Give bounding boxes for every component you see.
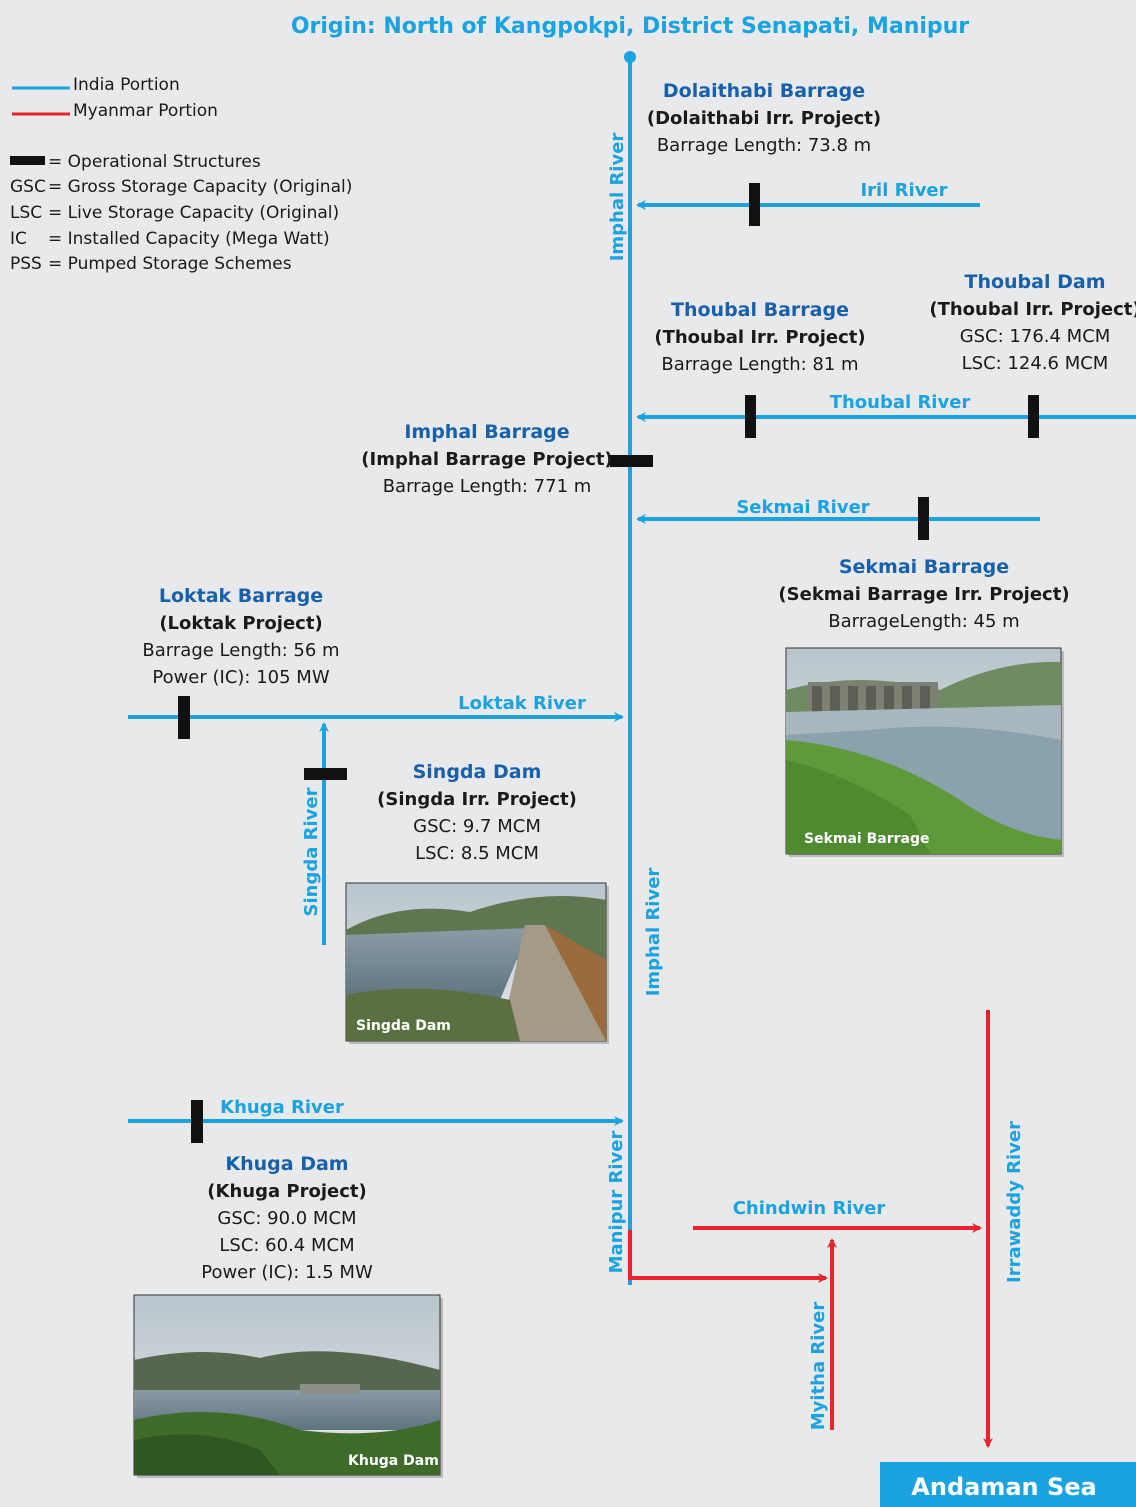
dolaithabi-project: (Dolaithabi Irr. Project) bbox=[647, 108, 881, 129]
dolaithabi-barrage-marker bbox=[749, 183, 760, 226]
singda-dam-photo: Singda Dam bbox=[345, 882, 609, 1044]
thoubal-river-label: Thoubal River bbox=[830, 392, 971, 413]
manipur-river-label: Manipur River bbox=[606, 1131, 627, 1274]
dolaithabi-barrage-info: Dolaithabi Barrage (Dolaithabi Irr. Proj… bbox=[647, 80, 881, 156]
thoubal-dam-gsc: GSC: 176.4 MCM bbox=[960, 326, 1111, 347]
thoubal-barrage-marker bbox=[745, 395, 756, 438]
operational-structures bbox=[178, 183, 1039, 1143]
imphal-barrage-info: Imphal Barrage (Imphal Barrage Project) … bbox=[361, 421, 612, 497]
thoubal-barrage-info: Thoubal Barrage (Thoubal Irr. Project) B… bbox=[654, 299, 865, 375]
legend-ic-value: = Installed Capacity (Mega Watt) bbox=[48, 229, 330, 249]
thoubal-barrage-project: (Thoubal Irr. Project) bbox=[654, 327, 865, 348]
iril-river-label: Iril River bbox=[860, 180, 947, 201]
khuga-dam-power: Power (IC): 1.5 MW bbox=[201, 1262, 373, 1283]
loktak-river-label: Loktak River bbox=[458, 693, 586, 714]
manipur-to-myitha-line bbox=[628, 1230, 828, 1283]
legend-lsc-value: = Live Storage Capacity (Original) bbox=[48, 203, 339, 223]
loktak-barrage-marker bbox=[178, 696, 190, 739]
imphal-river-label-upper: Imphal River bbox=[607, 133, 628, 262]
sekmai-photo-caption: Sekmai Barrage bbox=[804, 831, 930, 847]
khuga-river-label: Khuga River bbox=[220, 1097, 344, 1118]
dolaithabi-length: Barrage Length: 73.8 m bbox=[657, 135, 871, 156]
legend-myanmar-label: Myanmar Portion bbox=[73, 101, 218, 121]
legend-operational-label: = Operational Structures bbox=[48, 152, 261, 172]
thoubal-dam-lsc: LSC: 124.6 MCM bbox=[962, 353, 1109, 374]
singda-dam-lsc: LSC: 8.5 MCM bbox=[415, 843, 539, 864]
khuga-dam-marker bbox=[191, 1100, 203, 1143]
imphal-barrage-name: Imphal Barrage bbox=[404, 421, 569, 443]
singda-dam-marker bbox=[304, 768, 347, 780]
loktak-barrage-name: Loktak Barrage bbox=[159, 585, 323, 607]
thoubal-barrage-length: Barrage Length: 81 m bbox=[661, 354, 858, 375]
khuga-dam-lsc: LSC: 60.4 MCM bbox=[219, 1235, 354, 1256]
thoubal-dam-marker bbox=[1028, 395, 1039, 438]
diagram-title: Origin: North of Kangpokpi, District Sen… bbox=[291, 14, 969, 39]
loktak-barrage-length: Barrage Length: 56 m bbox=[142, 640, 339, 661]
khuga-dam-project: (Khuga Project) bbox=[207, 1181, 366, 1202]
singda-river-label: Singda River bbox=[301, 787, 322, 916]
khuga-dam-name: Khuga Dam bbox=[225, 1153, 348, 1175]
thoubal-barrage-name: Thoubal Barrage bbox=[671, 299, 849, 321]
sekmai-barrage-info: Sekmai Barrage (Sekmai Barrage Irr. Proj… bbox=[778, 556, 1069, 632]
legend-lsc-key: LSC bbox=[10, 203, 42, 223]
legend-structure-swatch bbox=[10, 156, 45, 165]
singda-dam-name: Singda Dam bbox=[413, 761, 542, 783]
andaman-sea-label: Andaman Sea bbox=[911, 1473, 1096, 1501]
thoubal-dam-project: (Thoubal Irr. Project) bbox=[929, 299, 1136, 320]
legend-gsc-key: GSC bbox=[10, 177, 46, 197]
myitha-river-label: Myitha River bbox=[808, 1302, 829, 1431]
chindwin-river-label: Chindwin River bbox=[733, 1198, 886, 1219]
loktak-barrage-power: Power (IC): 105 MW bbox=[152, 667, 329, 688]
sekmai-barrage-project: (Sekmai Barrage Irr. Project) bbox=[778, 584, 1069, 605]
singda-dam-info: Singda Dam (Singda Irr. Project) GSC: 9.… bbox=[377, 761, 577, 864]
sekmai-barrage-marker bbox=[918, 497, 929, 540]
sekmai-barrage-photo: Sekmai Barrage bbox=[785, 647, 1064, 857]
thoubal-dam-name: Thoubal Dam bbox=[964, 271, 1105, 293]
khuga-dam-photo: Khuga Dam bbox=[133, 1294, 443, 1478]
legend: India Portion Myanmar Portion = Operatio… bbox=[10, 75, 352, 274]
khuga-photo-caption: Khuga Dam bbox=[348, 1453, 439, 1469]
thoubal-dam-info: Thoubal Dam (Thoubal Irr. Project) GSC: … bbox=[929, 271, 1136, 374]
legend-ic-key: IC bbox=[10, 229, 27, 249]
legend-gsc-value: = Gross Storage Capacity (Original) bbox=[48, 177, 352, 197]
singda-photo-caption: Singda Dam bbox=[356, 1018, 451, 1034]
loktak-barrage-info: Loktak Barrage (Loktak Project) Barrage … bbox=[142, 585, 339, 688]
origin-point bbox=[624, 51, 636, 63]
legend-pss-key: PSS bbox=[10, 254, 42, 274]
imphal-river-label-lower: Imphal River bbox=[643, 868, 664, 997]
sekmai-river-label: Sekmai River bbox=[736, 497, 869, 518]
khuga-dam-info: Khuga Dam (Khuga Project) GSC: 90.0 MCM … bbox=[201, 1153, 373, 1283]
irrawaddy-river-label: Irrawaddy River bbox=[1004, 1121, 1025, 1283]
imphal-barrage-length: Barrage Length: 771 m bbox=[383, 476, 592, 497]
andaman-sea-box: Andaman Sea bbox=[880, 1462, 1136, 1507]
singda-dam-project: (Singda Irr. Project) bbox=[377, 789, 577, 810]
legend-pss-value: = Pumped Storage Schemes bbox=[48, 254, 292, 274]
sekmai-barrage-length: BarrageLength: 45 m bbox=[828, 611, 1019, 632]
dolaithabi-name: Dolaithabi Barrage bbox=[663, 80, 865, 102]
loktak-barrage-project: (Loktak Project) bbox=[159, 613, 322, 634]
singda-dam-gsc: GSC: 9.7 MCM bbox=[413, 816, 541, 837]
sekmai-barrage-name: Sekmai Barrage bbox=[839, 556, 1009, 578]
khuga-dam-gsc: GSC: 90.0 MCM bbox=[217, 1208, 356, 1229]
legend-india-label: India Portion bbox=[73, 75, 180, 95]
imphal-barrage-marker bbox=[610, 455, 653, 467]
imphal-barrage-project: (Imphal Barrage Project) bbox=[361, 449, 612, 470]
